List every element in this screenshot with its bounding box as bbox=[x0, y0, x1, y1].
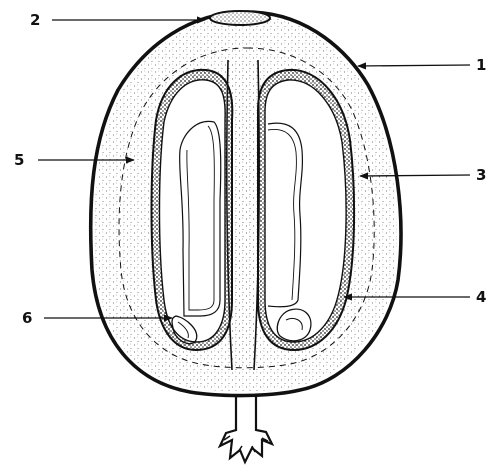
label-1: 1 bbox=[476, 56, 486, 74]
label-5: 5 bbox=[14, 151, 24, 169]
calyx-disc bbox=[210, 11, 270, 25]
label-2: 2 bbox=[30, 11, 40, 29]
leader-1 bbox=[358, 65, 470, 66]
label-4: 4 bbox=[476, 288, 486, 306]
label-3: 3 bbox=[476, 166, 486, 184]
right-bean bbox=[258, 70, 354, 350]
label-6: 6 bbox=[22, 309, 32, 327]
stalk bbox=[220, 392, 272, 462]
left-bean bbox=[152, 70, 233, 350]
